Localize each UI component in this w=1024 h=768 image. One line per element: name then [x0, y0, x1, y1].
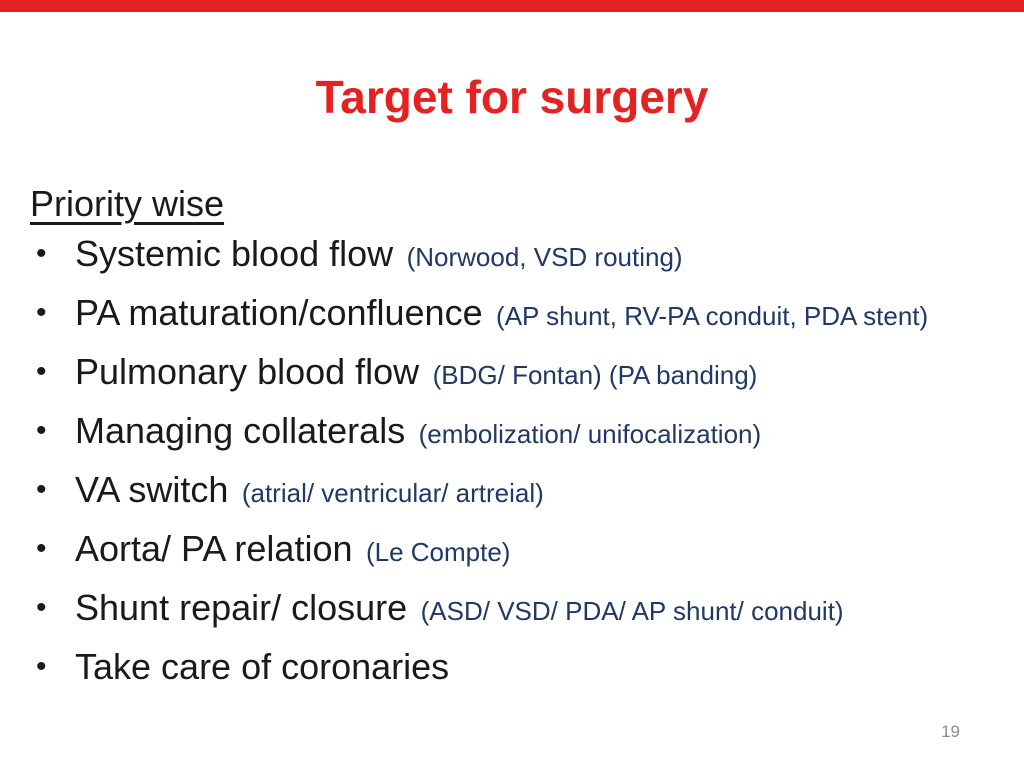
bullet-list: • Systemic blood flow (Norwood, VSD rout…: [30, 228, 1005, 700]
bullet-detail-text: (ASD/ VSD/ PDA/ AP shunt/ conduit): [420, 596, 844, 626]
list-item: • Aorta/ PA relation (Le Compte): [30, 523, 1005, 582]
list-item: • Managing collaterals (embolization/ un…: [30, 405, 1005, 464]
bullet-main-text: Shunt repair/ closure: [75, 587, 408, 628]
bullet-icon: •: [36, 650, 47, 683]
bullet-detail-text: (AP shunt, RV-PA conduit, PDA stent): [496, 301, 929, 331]
bullet-icon: •: [36, 296, 47, 329]
bullet-icon: •: [36, 237, 47, 270]
bullet-detail-text: (atrial/ ventricular/ artreial): [241, 478, 544, 508]
bullet-icon: •: [36, 414, 47, 447]
page-number: 19: [941, 722, 960, 741]
priority-heading: Priority wise: [30, 183, 225, 224]
bullet-main-text: Aorta/ PA relation: [75, 528, 353, 569]
slide-body: Priority wise • Systemic blood flow (Nor…: [30, 180, 1005, 700]
bullet-main-text: PA maturation/confluence: [75, 292, 483, 333]
bullet-main-text: Pulmonary blood flow: [75, 351, 420, 392]
bullet-icon: •: [36, 532, 47, 565]
bullet-icon: •: [36, 591, 47, 624]
list-item: • Shunt repair/ closure (ASD/ VSD/ PDA/ …: [30, 582, 1005, 641]
bullet-detail-text: (embolization/ unifocalization): [418, 419, 762, 449]
list-item: • Take care of coronaries: [30, 641, 1005, 700]
bullet-detail-text: (Norwood, VSD routing): [406, 242, 683, 272]
bullet-main-text: VA switch: [75, 469, 229, 510]
list-item: • PA maturation/confluence (AP shunt, RV…: [30, 287, 1005, 346]
page-title: Target for surgery: [315, 71, 709, 123]
bullet-icon: •: [36, 355, 47, 388]
list-item: • Pulmonary blood flow (BDG/ Fontan) (PA…: [30, 346, 1005, 405]
bullet-main-text: Systemic blood flow: [75, 233, 394, 274]
bullet-main-text: Take care of coronaries: [75, 646, 450, 687]
list-item: • VA switch (atrial/ ventricular/ artrei…: [30, 464, 1005, 523]
bullet-detail-text: (BDG/ Fontan) (PA banding): [432, 360, 758, 390]
bullet-detail-text: (Le Compte): [365, 537, 511, 567]
top-accent-bar: [0, 0, 1024, 12]
list-item: • Systemic blood flow (Norwood, VSD rout…: [30, 228, 1005, 287]
bullet-icon: •: [36, 473, 47, 506]
bullet-main-text: Managing collaterals: [75, 410, 406, 451]
